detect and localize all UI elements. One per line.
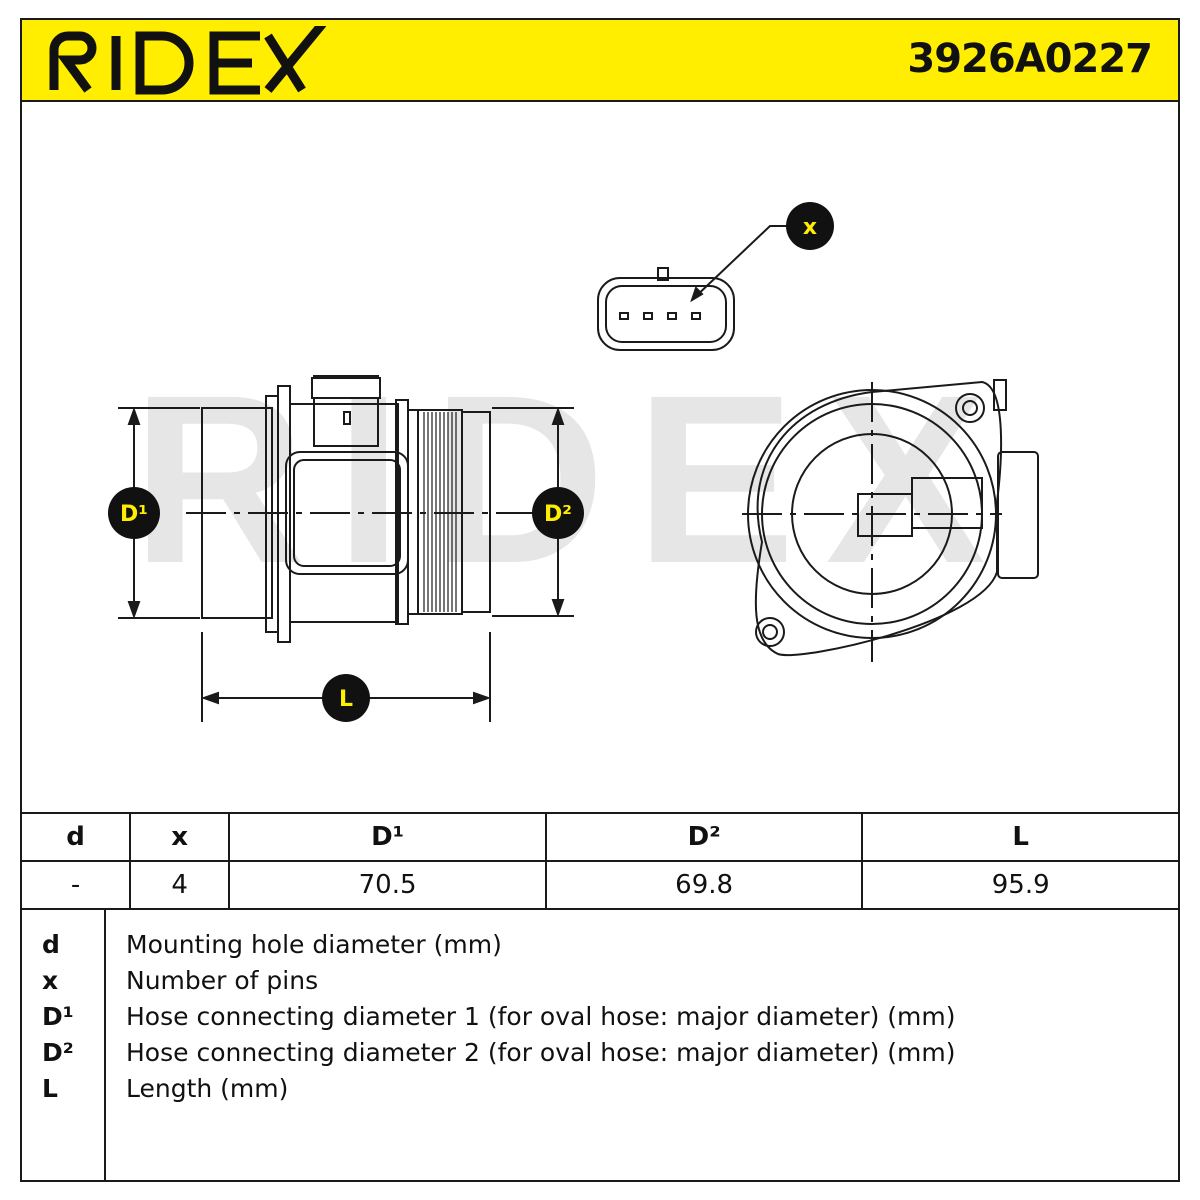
specs-header-row: d x D¹ D² L (19, 812, 1180, 862)
legend-item: D¹ Hose connecting diameter 1 (for oval … (22, 1002, 1178, 1038)
part-number: 3926A0227 (907, 36, 1153, 82)
header-d2: D² (544, 812, 864, 862)
legend: d Mounting hole diameter (mm) x Number o… (20, 908, 1180, 1182)
callout-l: L (322, 674, 370, 722)
legend-text: Hose connecting diameter 2 (for oval hos… (126, 1038, 956, 1067)
legend-text: Number of pins (126, 966, 319, 995)
callout-d1: D¹ (108, 487, 160, 539)
value-x: 4 (129, 860, 231, 910)
svg-text:L: L (339, 687, 353, 712)
watermark: RIDEX (132, 345, 1015, 613)
header-d: d (19, 812, 132, 862)
header-x: x (129, 812, 231, 862)
header-l: L (861, 812, 1180, 862)
sensor-front-view (742, 379, 1039, 662)
callout-x: x (786, 202, 834, 250)
technical-drawing: RIDEX (108, 202, 1039, 722)
legend-key: D¹ (42, 1002, 74, 1031)
svg-text:D¹: D¹ (120, 502, 148, 527)
legend-key: L (42, 1074, 58, 1103)
legend-text: Mounting hole diameter (mm) (126, 930, 502, 959)
legend-item: x Number of pins (22, 966, 1178, 1002)
value-d2: 69.8 (544, 860, 864, 910)
value-d: - (19, 860, 132, 910)
legend-key: D² (42, 1038, 74, 1067)
legend-key: x (42, 966, 59, 995)
legend-text: Hose connecting diameter 1 (for oval hos… (126, 1002, 956, 1031)
legend-text: Length (mm) (126, 1074, 289, 1103)
sensor-side-view (186, 375, 552, 643)
header-d1: D¹ (228, 812, 547, 862)
header-bar: 3926A0227 (20, 18, 1180, 102)
ridex-logo (49, 26, 326, 95)
specs-value-row: - 4 70.5 69.8 95.9 (19, 860, 1180, 910)
legend-item: d Mounting hole diameter (mm) (22, 930, 1178, 966)
legend-item: L Length (mm) (22, 1074, 1178, 1110)
connector-view (597, 225, 790, 351)
value-l: 95.9 (861, 860, 1180, 910)
legend-item: D² Hose connecting diameter 2 (for oval … (22, 1038, 1178, 1074)
svg-text:x: x (803, 215, 817, 240)
svg-text:D²: D² (544, 502, 572, 527)
legend-key: d (42, 930, 60, 959)
legend-divider (104, 908, 106, 1180)
callout-d2: D² (532, 487, 584, 539)
value-d1: 70.5 (228, 860, 547, 910)
specs-table: d x D¹ D² L - 4 70.5 69.8 95.9 (19, 812, 1180, 910)
